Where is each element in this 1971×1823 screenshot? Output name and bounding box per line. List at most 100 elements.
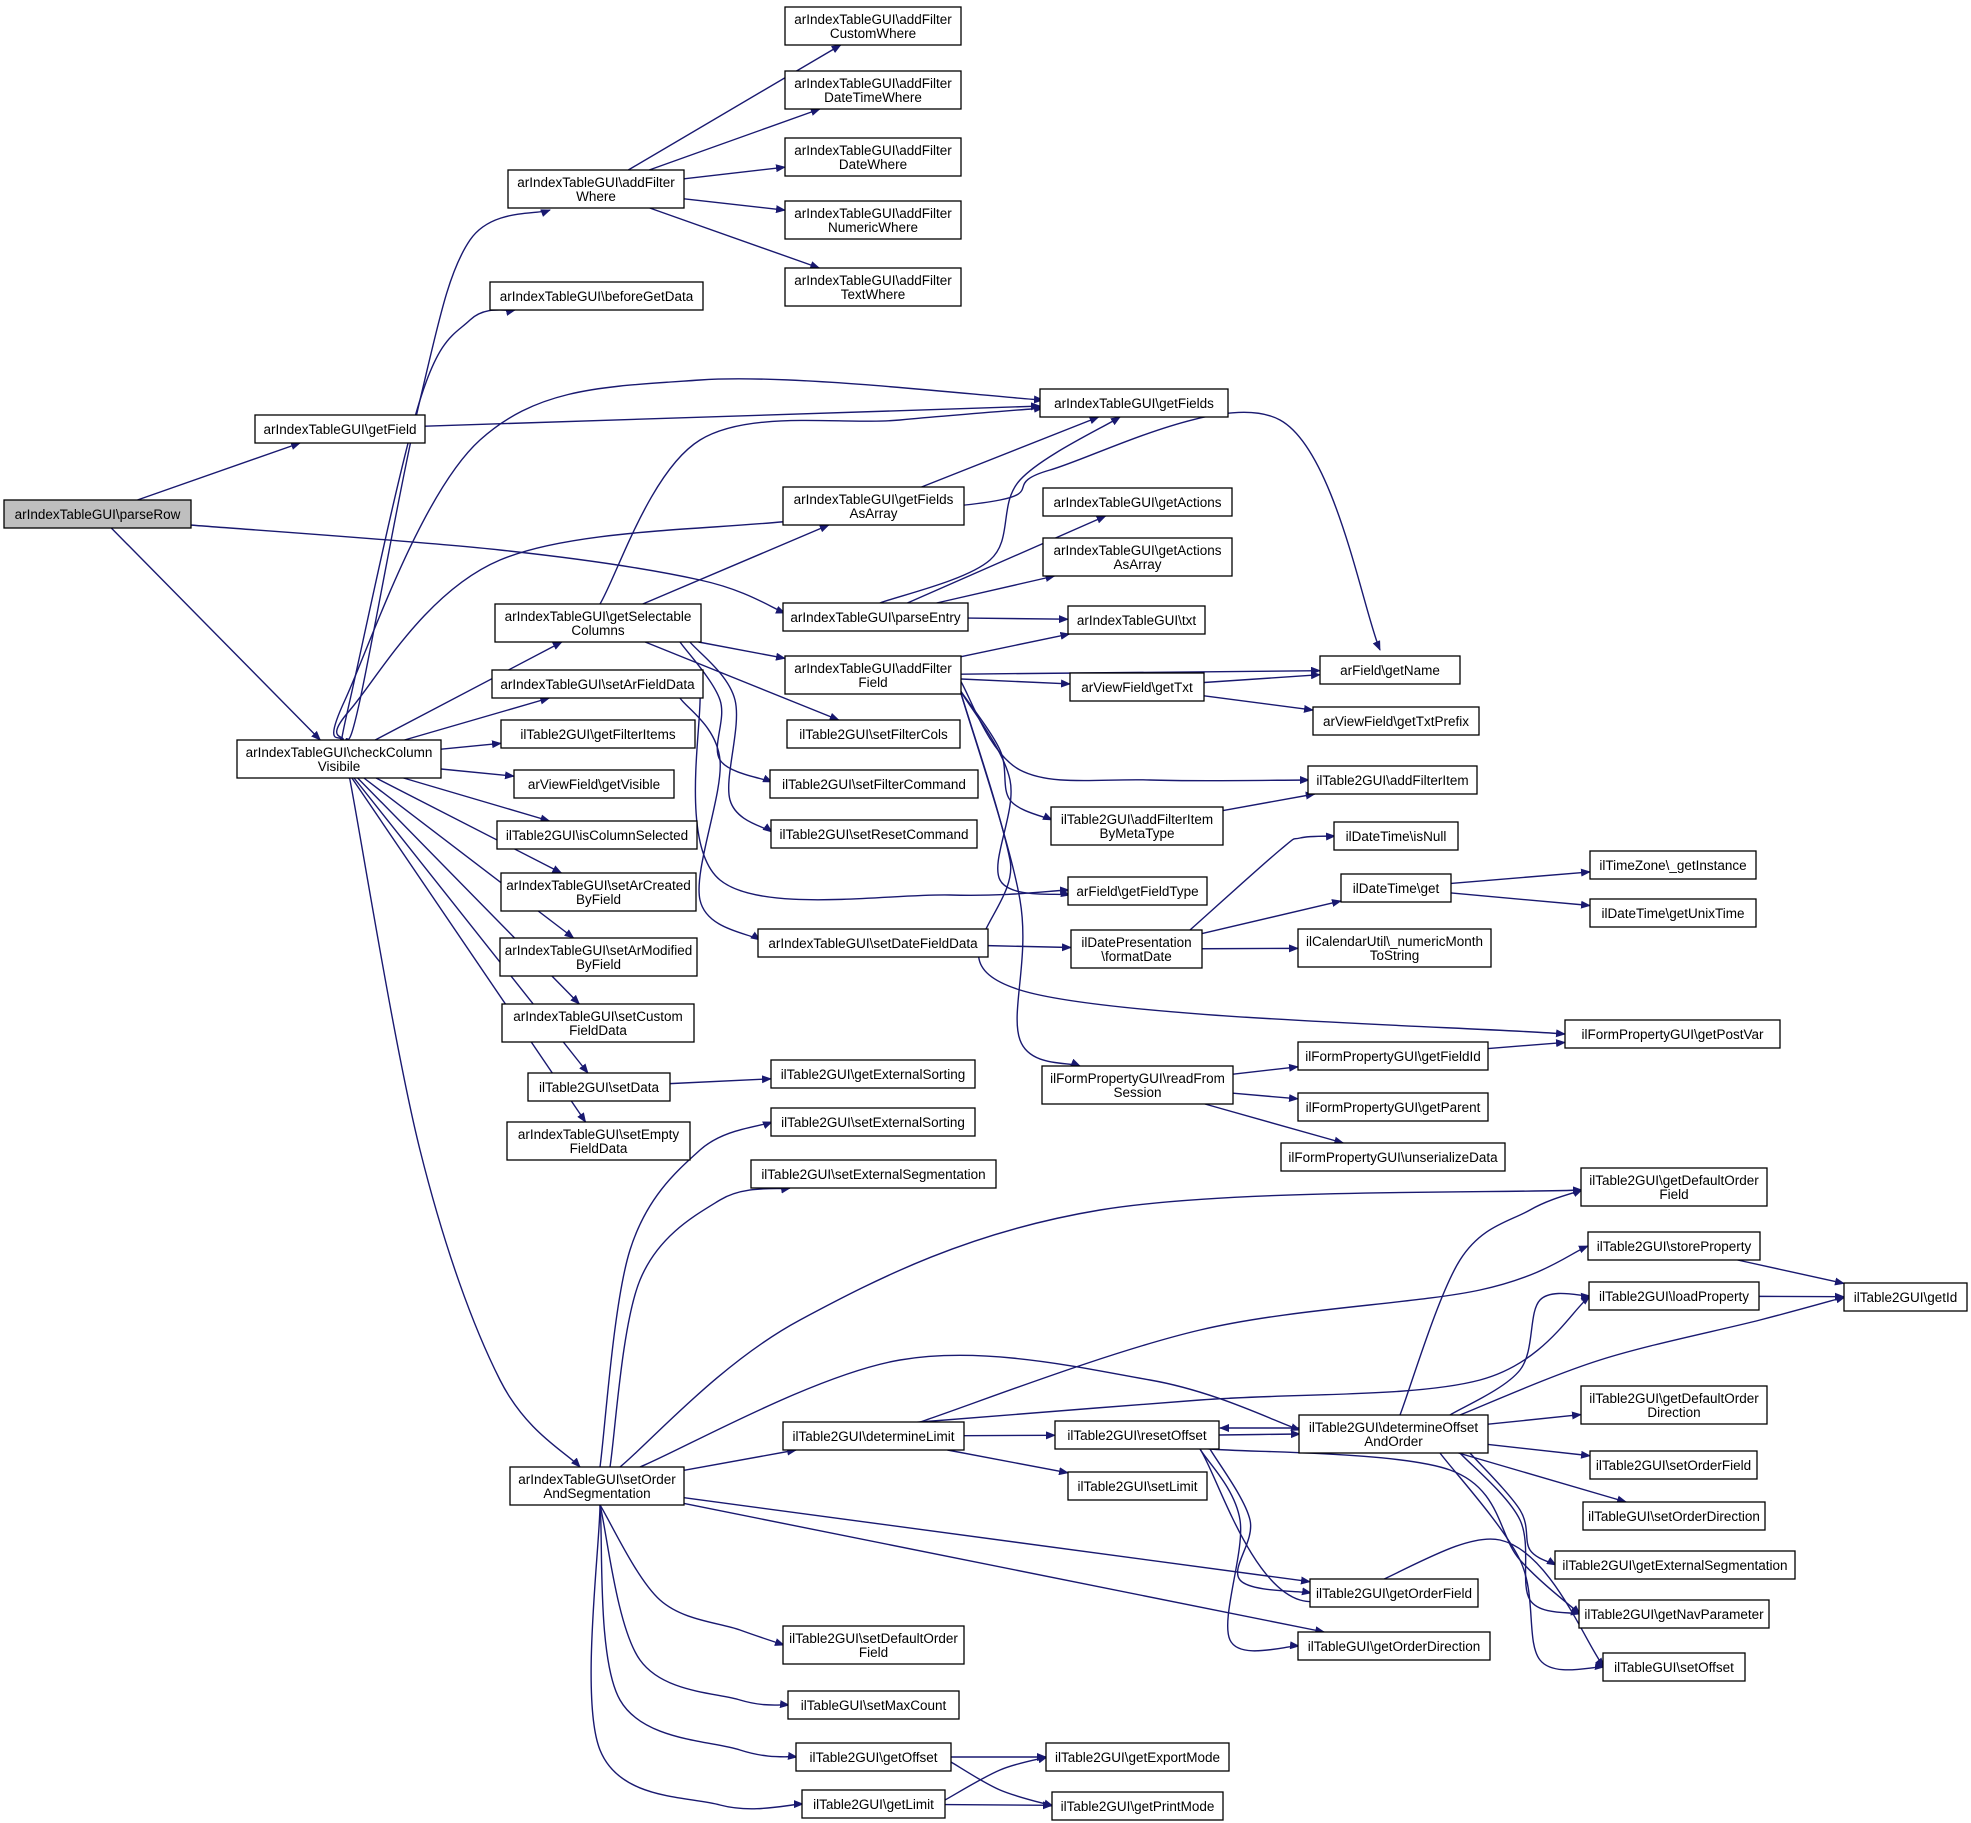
edge-parseRow-to-getField <box>137 442 302 501</box>
node-getOrderDirection[interactable]: ilTableGUI\getOrderDirection <box>1297 1631 1491 1661</box>
node-box <box>1333 821 1459 851</box>
node-isNull[interactable]: ilDateTime\isNull <box>1333 821 1459 851</box>
node-label: ilTable2GUI\getOrderField <box>1316 1586 1472 1601</box>
node-getTxtPrefix[interactable]: arViewField\getTxtPrefix <box>1312 706 1480 736</box>
node-label: ilTable2GUI\setData <box>539 1080 660 1095</box>
node-formatDate[interactable]: ilDatePresentation\formatDate <box>1070 929 1203 969</box>
node-getOffset[interactable]: ilTable2GUI\getOffset <box>795 1742 952 1772</box>
node-getParent[interactable]: ilFormPropertyGUI\getParent <box>1297 1092 1489 1122</box>
node-getId[interactable]: ilTable2GUI\getId <box>1843 1282 1968 1312</box>
node-setData[interactable]: ilTable2GUI\setData <box>527 1072 671 1102</box>
edge-getFieldsAsArray-to-getFields <box>921 416 1100 488</box>
node-getPostVar[interactable]: ilFormPropertyGUI\getPostVar <box>1564 1019 1781 1049</box>
node-setLimit[interactable]: ilTable2GUI\setLimit <box>1067 1471 1208 1501</box>
node-getFields[interactable]: arIndexTableGUI\getFields <box>1039 388 1229 418</box>
node-dtGet[interactable]: ilDateTime\get <box>1340 873 1452 903</box>
node-parseEntry[interactable]: arIndexTableGUI\parseEntry <box>782 602 969 632</box>
node-getVisible[interactable]: arViewField\getVisible <box>513 769 675 799</box>
node-storeProperty[interactable]: ilTable2GUI\storeProperty <box>1587 1231 1761 1261</box>
node-label: ilDatePresentation <box>1081 935 1191 950</box>
node-getName[interactable]: arField\getName <box>1319 655 1461 685</box>
edge-addFilterField-to-readFromSession <box>955 673 1081 1067</box>
node-setOrderField[interactable]: ilTable2GUI\setOrderField <box>1589 1450 1758 1480</box>
node-getPrintMode[interactable]: ilTable2GUI\getPrintMode <box>1051 1791 1224 1821</box>
node-label: arIndexTableGUI\addFilter <box>517 175 675 190</box>
node-determineLimit[interactable]: ilTable2GUI\determineLimit <box>782 1421 965 1451</box>
node-setExternalSorting[interactable]: ilTable2GUI\setExternalSorting <box>770 1107 976 1137</box>
node-getLimit[interactable]: ilTable2GUI\getLimit <box>801 1789 946 1819</box>
node-setOrderDirection[interactable]: ilTableGUI\setOrderDirection <box>1582 1501 1766 1531</box>
node-getFieldId[interactable]: ilFormPropertyGUI\getFieldId <box>1297 1041 1489 1071</box>
node-getTxt[interactable]: arViewField\getTxt <box>1069 672 1205 702</box>
node-box <box>784 137 962 177</box>
node-getExternalSorting[interactable]: ilTable2GUI\getExternalSorting <box>770 1059 976 1089</box>
node-label: ilDateTime\get <box>1353 881 1440 896</box>
node-resetOffset[interactable]: ilTable2GUI\resetOffset <box>1054 1420 1220 1450</box>
node-setDateFieldData[interactable]: arIndexTableGUI\setDateFieldData <box>757 928 989 958</box>
node-loadProperty[interactable]: ilTable2GUI\loadProperty <box>1588 1281 1760 1311</box>
node-setMaxCount[interactable]: ilTableGUI\setMaxCount <box>787 1690 960 1720</box>
node-label: ilTableGUI\getOrderDirection <box>1308 1639 1481 1654</box>
node-setFilterCommand[interactable]: ilTable2GUI\setFilterCommand <box>769 769 979 799</box>
node-getUnixTime[interactable]: ilDateTime\getUnixTime <box>1589 898 1757 928</box>
edge-checkColumnVisibile-to-setArFieldData <box>404 696 551 741</box>
node-addFilterItem[interactable]: ilTable2GUI\addFilterItem <box>1307 765 1478 795</box>
node-setArFieldData[interactable]: arIndexTableGUI\setArFieldData <box>491 669 704 699</box>
node-box <box>1042 487 1233 517</box>
edge-dtGet-to-getUnixTime <box>1450 892 1591 909</box>
edge-determineOffsetAndOrder-to-setOrderDirection <box>1458 1452 1628 1504</box>
node-isColumnSelected[interactable]: ilTable2GUI\isColumnSelected <box>496 820 698 850</box>
node-parseRow[interactable]: arIndexTableGUI\parseRow <box>3 499 192 529</box>
node-box <box>507 169 685 209</box>
node-getFilterItems[interactable]: ilTable2GUI\getFilterItems <box>500 719 696 749</box>
edge-checkColumnVisibile-to-getVisible <box>440 768 515 780</box>
node-box <box>1051 1791 1224 1821</box>
node-label: NumericWhere <box>828 220 918 235</box>
node-unserializeData[interactable]: ilFormPropertyGUI\unserializeData <box>1280 1142 1506 1172</box>
node-getOrderField[interactable]: ilTable2GUI\getOrderField <box>1309 1578 1479 1608</box>
node-getFieldType[interactable]: arField\getFieldType <box>1067 876 1208 906</box>
nodes-layer: arIndexTableGUI\parseRow arIndexTableGUI\… <box>3 6 1968 1821</box>
node-box <box>1587 1231 1761 1261</box>
node-label: ilTable2GUI\getExternalSorting <box>781 1067 966 1082</box>
edge-addFilterWhere-to-addFilterCustomWhere <box>627 44 842 171</box>
node-setFilterCols[interactable]: ilTable2GUI\setFilterCols <box>786 719 961 749</box>
edge-formatDate-to-dtGet <box>1201 899 1342 935</box>
edge-setOrderAndSegmentation-to-setExternalSorting <box>597 1121 773 1484</box>
node-getNavParameter[interactable]: ilTable2GUI\getNavParameter <box>1578 1599 1770 1629</box>
node-setOffset[interactable]: ilTableGUI\setOffset <box>1602 1652 1746 1682</box>
node-setResetCommand[interactable]: ilTable2GUI\setResetCommand <box>770 819 978 849</box>
edge-getTxt-to-getName <box>1203 671 1321 684</box>
node-beforeGetData[interactable]: arIndexTableGUI\beforeGetData <box>489 281 704 311</box>
node-getActions[interactable]: arIndexTableGUI\getActions <box>1042 487 1233 517</box>
node-txt[interactable]: arIndexTableGUI\txt <box>1067 605 1206 635</box>
node-getExternalSegmentation[interactable]: ilTable2GUI\getExternalSegmentation <box>1554 1550 1796 1580</box>
node-setExternalSegmentation[interactable]: ilTable2GUI\setExternalSegmentation <box>750 1159 997 1189</box>
node-getField[interactable]: arIndexTableGUI\getField <box>254 414 426 444</box>
node-getInstance[interactable]: ilTimeZone\_getInstance <box>1589 850 1757 880</box>
node-getExportMode[interactable]: ilTable2GUI\getExportMode <box>1045 1742 1230 1772</box>
